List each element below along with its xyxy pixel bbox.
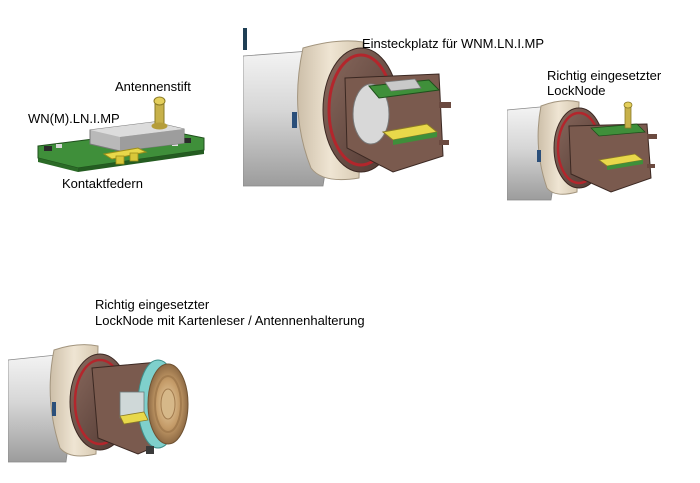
inserted-locknode-illustration (507, 98, 662, 202)
antenna-pin-label: Antennenstift (115, 79, 191, 94)
slot-cylinder-illustration (243, 28, 465, 193)
module-label: WN(M).LN.I.MP (28, 111, 120, 126)
inserted-label-line1: Richtig eingesetzter (547, 68, 662, 83)
slot-label: Einsteckplatz für WNM.LN.I.MP (362, 36, 545, 51)
reader-label-line2: LockNode mit Kartenleser / Antennenhalte… (95, 313, 365, 328)
card-reader-locknode-illustration (8, 342, 193, 464)
locknode-module-illustration (34, 96, 209, 176)
contact-springs-label: Kontaktfedern (62, 176, 143, 191)
inserted-label-line2: LockNode (547, 83, 606, 98)
reader-label-line1: Richtig eingesetzter (95, 297, 210, 312)
